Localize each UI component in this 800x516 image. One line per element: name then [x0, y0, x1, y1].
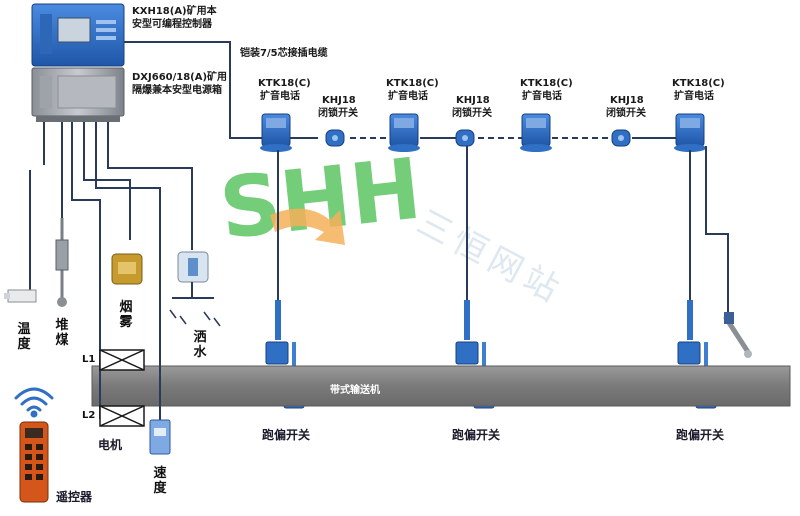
- speed-label: 速度: [153, 466, 167, 496]
- phone-1-model: KTK18(C): [258, 78, 311, 89]
- wifi-icon: [14, 387, 54, 418]
- lock-switch-device-1: [325, 129, 345, 147]
- deviation-switch-label-2: 跑偏开关: [452, 428, 501, 442]
- remote-control-device: [19, 421, 49, 503]
- lock-switch-2-desc: 闭锁开关: [452, 108, 492, 119]
- motor-label: 电机: [98, 438, 123, 452]
- phone-chain: [260, 113, 706, 152]
- lock-switch-device-3: [611, 129, 631, 147]
- lock-switch-3-desc: 闭锁开关: [606, 108, 646, 119]
- motor-l2-label: L2: [82, 410, 96, 421]
- pull-rope-device: [723, 312, 752, 358]
- controller-desc: 安型可编程控制器: [132, 19, 212, 30]
- drop-cables: [277, 146, 729, 316]
- motor-l1: [99, 349, 145, 371]
- phone-device-1: [260, 113, 292, 152]
- phone-device-4: [674, 113, 706, 152]
- watermark: SHH 三恒网站: [215, 140, 570, 313]
- cable-label: 铠装7/5芯接插电缆: [240, 48, 328, 59]
- lock-switch-device-2: [455, 129, 475, 147]
- watermark-arrow-icon: [270, 208, 345, 245]
- remote-label: 遥控器: [56, 490, 93, 504]
- conveyor-belt: [91, 365, 791, 407]
- smoke-label: 烟雾: [119, 300, 133, 330]
- coal-pile-label: 堆煤: [55, 318, 69, 348]
- controller-model: KXH18(A)矿用本: [132, 6, 217, 17]
- power-box-device: [31, 67, 125, 122]
- phone-1-desc: 扩音电话: [260, 91, 300, 102]
- deviation-switch-label-1: 跑偏开关: [262, 428, 311, 442]
- temperature-sensor: [4, 289, 37, 303]
- motor-l1-label: L1: [82, 354, 96, 365]
- lock-switch-1-model: KHJ18: [322, 95, 356, 106]
- phone-2-model: KTK18(C): [386, 78, 439, 89]
- smoke-sensor: [111, 253, 143, 285]
- power-box-desc: 隔爆兼本安型电源箱: [132, 85, 222, 96]
- phone-3-model: KTK18(C): [520, 78, 573, 89]
- phone-device-2: [388, 113, 420, 152]
- phone-4-desc: 扩音电话: [674, 91, 714, 102]
- phone-2-desc: 扩音电话: [388, 91, 428, 102]
- coal-pile-sensor: [55, 218, 69, 307]
- temperature-label: 温度: [17, 322, 31, 352]
- controller-device: [31, 3, 125, 67]
- trunk-cable: [124, 41, 262, 139]
- lock-switch-3-model: KHJ18: [610, 95, 644, 106]
- speed-sensor: [149, 419, 171, 455]
- deviation-switch-label-3: 跑偏开关: [676, 428, 725, 442]
- phone-device-3: [520, 113, 552, 152]
- conveyor-label: 带式输送机: [330, 385, 380, 396]
- phone-4-model: KTK18(C): [672, 78, 725, 89]
- phone-3-desc: 扩音电话: [522, 91, 562, 102]
- water-spray-device: [169, 251, 221, 327]
- lock-switch-1-desc: 闭锁开关: [318, 108, 358, 119]
- motor-l2: [99, 405, 145, 427]
- watermark-text: 三恒网站: [410, 202, 570, 312]
- lock-switch-2-model: KHJ18: [456, 95, 490, 106]
- power-box-model: DXJ660/18(A)矿用: [132, 72, 228, 83]
- water-spray-label: 洒水: [193, 330, 207, 360]
